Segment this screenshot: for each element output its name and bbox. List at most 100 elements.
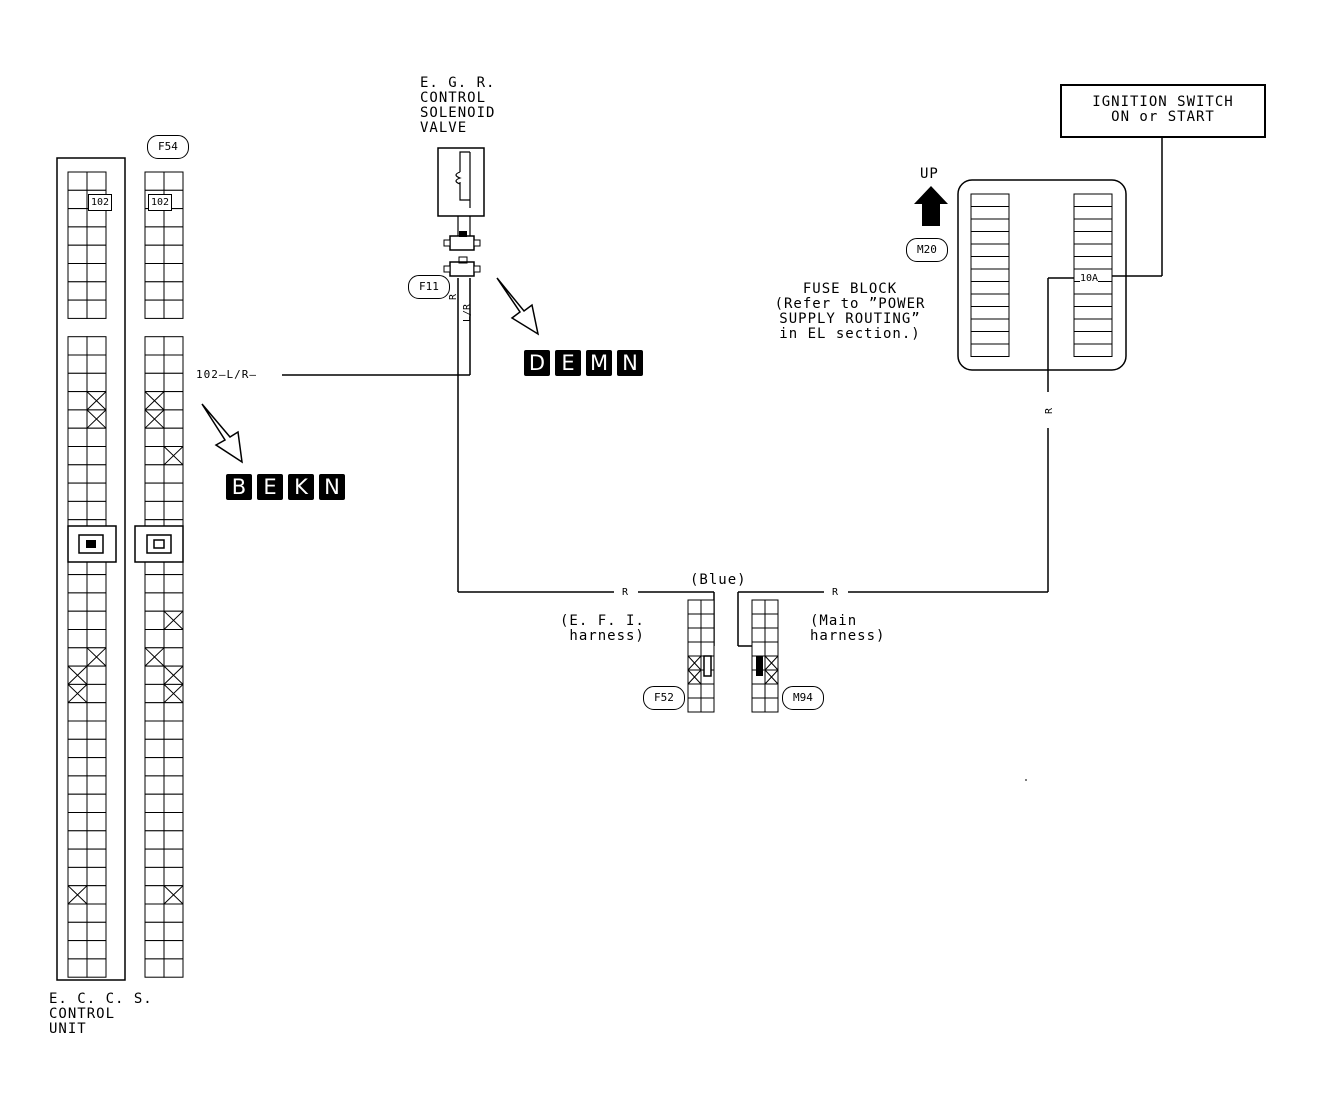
connector-cell bbox=[67, 793, 88, 814]
wire-label-r-vertical: R bbox=[1044, 407, 1055, 414]
connector-cell bbox=[144, 812, 165, 832]
ecu-label-line-2: CONTROL bbox=[49, 1006, 116, 1022]
egr-label-line-4: VALVE bbox=[420, 120, 468, 136]
connector-id-f11: F11 bbox=[408, 275, 450, 299]
connector-cell bbox=[1073, 206, 1113, 220]
connector-cell bbox=[144, 940, 165, 960]
connector-cell bbox=[764, 627, 779, 643]
connector-cell bbox=[687, 613, 702, 629]
fuse-block-line-4: in EL section.) bbox=[779, 326, 921, 342]
egr-connector-female bbox=[449, 261, 475, 277]
connector-cell bbox=[970, 343, 1010, 357]
connector-cell bbox=[687, 697, 702, 713]
connector-cell bbox=[86, 354, 107, 374]
connector-cell bbox=[144, 958, 165, 978]
connector-cell bbox=[1073, 343, 1113, 357]
connector-cell bbox=[1073, 331, 1113, 345]
connector-cell bbox=[163, 720, 184, 740]
ecu-lock-left-dot bbox=[86, 540, 96, 548]
connector-cell bbox=[86, 574, 107, 594]
connector-cell bbox=[67, 738, 88, 759]
connector-cell bbox=[67, 391, 88, 411]
connector-cell bbox=[67, 189, 88, 210]
empty-cavity-mark bbox=[163, 885, 184, 905]
connector-cell bbox=[86, 830, 107, 850]
connector-cell bbox=[970, 243, 1010, 257]
badge-group-bekn: B E K N bbox=[226, 474, 345, 500]
connector-cell bbox=[163, 281, 184, 301]
connector-cell bbox=[67, 866, 88, 887]
connector-cell bbox=[67, 775, 88, 795]
connector-cell bbox=[163, 409, 184, 429]
connector-cell bbox=[751, 627, 766, 643]
connector-cell bbox=[144, 848, 165, 868]
connector-cell bbox=[144, 244, 165, 264]
connector-cell bbox=[86, 299, 107, 319]
empty-cavity-mark bbox=[764, 669, 779, 685]
connector-cell bbox=[67, 574, 88, 594]
connector-cell bbox=[86, 812, 107, 832]
connector-cell bbox=[144, 336, 165, 356]
fuse-block-line-1: FUSE BLOCK bbox=[802, 281, 898, 297]
efi-harness-line-1: (E. F. I. bbox=[560, 613, 645, 629]
ecu-connector-left-outline bbox=[56, 157, 126, 981]
connector-cell bbox=[86, 610, 107, 631]
connector-cell bbox=[86, 683, 107, 704]
connector-cell bbox=[86, 226, 107, 246]
empty-cavity-mark bbox=[687, 655, 702, 671]
connector-cell bbox=[163, 958, 184, 978]
f52-lock bbox=[703, 655, 712, 677]
fuse-block-outline bbox=[957, 179, 1127, 371]
connector-cell bbox=[163, 812, 184, 832]
connector-cell bbox=[1073, 306, 1113, 320]
connector-cell bbox=[970, 218, 1010, 232]
connector-cell bbox=[163, 244, 184, 264]
empty-cavity-mark bbox=[67, 885, 88, 905]
connector-cell bbox=[1073, 293, 1113, 307]
connector-cell bbox=[1073, 318, 1113, 332]
connector-cell bbox=[163, 940, 184, 960]
connector-cell bbox=[144, 610, 165, 631]
badge-n-2: N bbox=[319, 474, 345, 500]
connector-cell bbox=[67, 244, 88, 264]
connector-cell bbox=[67, 647, 88, 667]
connector-cell bbox=[86, 702, 107, 722]
connector-cell bbox=[700, 599, 715, 615]
connector-cell bbox=[144, 263, 165, 283]
connector-cell bbox=[67, 226, 88, 246]
wire-label-r-right: R bbox=[832, 587, 839, 598]
connector-cell bbox=[144, 702, 165, 722]
connector-cell bbox=[67, 903, 88, 923]
connector-cell bbox=[86, 793, 107, 814]
m94-connector-grid bbox=[751, 599, 779, 713]
wire-label-102-lr: 102—L/R— bbox=[196, 368, 257, 381]
connector-cell bbox=[163, 793, 184, 814]
connector-cell bbox=[1073, 218, 1113, 232]
connector-cell bbox=[67, 629, 88, 649]
connector-cell bbox=[700, 627, 715, 643]
connector-cell bbox=[163, 592, 184, 612]
connector-cell bbox=[144, 592, 165, 612]
connector-cell bbox=[700, 683, 715, 699]
connector-cell bbox=[163, 372, 184, 393]
connector-cell bbox=[700, 613, 715, 629]
connector-cell bbox=[687, 641, 702, 657]
connector-cell bbox=[144, 171, 165, 191]
connector-cell bbox=[163, 757, 184, 777]
connector-cell bbox=[144, 757, 165, 777]
egr-wire-lr: L/R bbox=[462, 303, 473, 322]
fuse-column-left bbox=[970, 193, 1010, 357]
egr-coil bbox=[459, 151, 471, 208]
egr-coil-loops bbox=[455, 171, 462, 185]
main-harness-line-2: harness) bbox=[810, 628, 886, 644]
ignition-switch-line-1: IGNITION SWITCH bbox=[1092, 94, 1234, 110]
connector-cell bbox=[970, 231, 1010, 245]
egr-valve-label: E. G. R. CONTROL SOLENOID VALVE bbox=[420, 76, 495, 136]
empty-cavity-mark bbox=[86, 409, 107, 429]
connector-cell bbox=[144, 299, 165, 319]
connector-cell bbox=[163, 848, 184, 868]
connector-cell bbox=[67, 610, 88, 631]
connector-cell bbox=[163, 208, 184, 228]
empty-cavity-mark bbox=[163, 446, 184, 466]
connector-cell bbox=[764, 613, 779, 629]
